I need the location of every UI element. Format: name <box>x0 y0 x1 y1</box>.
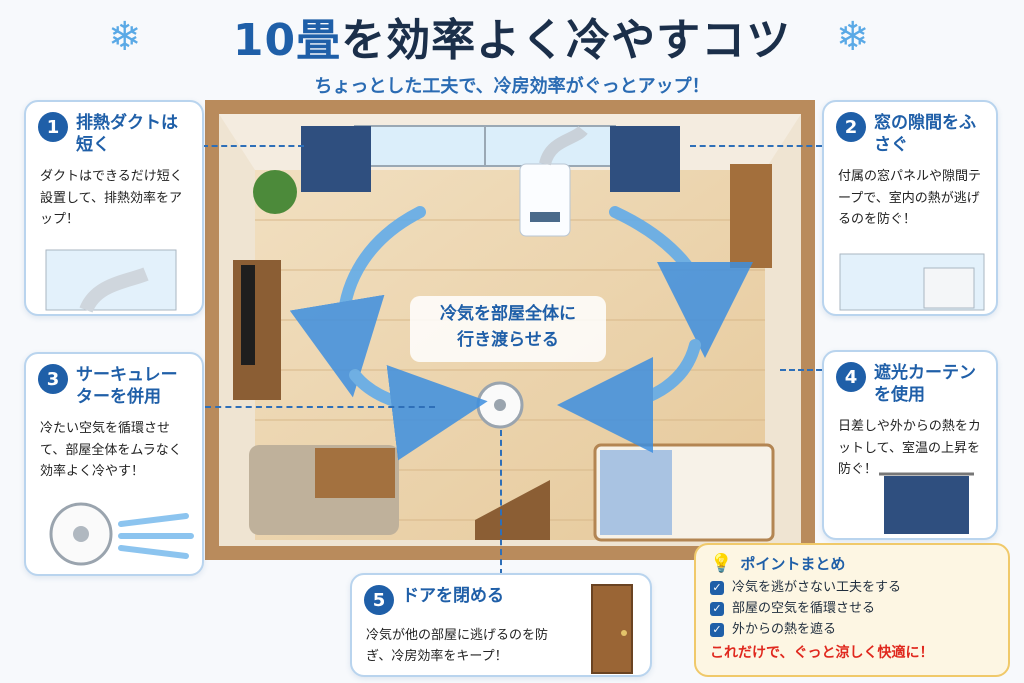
connector-line <box>690 145 822 147</box>
airflow-arrow <box>557 339 701 453</box>
check-icon: ✓ <box>710 602 724 617</box>
tip-title: 窓の隙間をふさぐ <box>874 113 976 156</box>
coffee-table <box>315 448 395 498</box>
window-panel-illustration <box>839 253 985 311</box>
summary-item: ✓部屋の空気を循環させる <box>710 599 994 620</box>
page-subtitle: ちょっとした工夫で、冷房効率がぐっとアップ！ <box>314 76 710 97</box>
tv <box>241 265 255 365</box>
tip-title: 排熱ダクトは短く <box>76 113 178 156</box>
summary-title: ポイントまとめ <box>740 555 846 573</box>
cabinet <box>730 164 772 268</box>
curtain-right <box>610 126 680 192</box>
tip-body: 日差しや外からの熱をカットして、室温の上昇を防ぐ！ <box>838 419 981 478</box>
tip-card-2: 2 窓の隙間をふさぐ 付属の窓パネルや隙間テープで、室内の熱が逃げるのを防ぐ！ <box>822 100 998 316</box>
curtain-illustration <box>879 472 974 534</box>
tip-card-5: 5 ドアを閉める 冷気が他の部屋に逃げるのを防ぎ、冷房効率をキープ！ <box>350 573 652 677</box>
plant-top-left <box>253 170 297 214</box>
tip-title: サーキュレーターを併用 <box>76 365 178 408</box>
snowflake-icon: ❄ <box>836 14 870 60</box>
tip-card-1: 1 排熱ダクトは短く ダクトはできるだけ短く設置して、排熱効率をアップ！ <box>24 100 204 316</box>
circulator-illustration <box>49 502 194 566</box>
connector-line <box>780 369 822 371</box>
summary-item: ✓冷気を逃がさない工夫をする <box>710 578 994 599</box>
airflow-arrow <box>289 206 426 398</box>
snowflake-icon: ❄ <box>108 14 142 60</box>
tip-body: 冷たい空気を循環させて、部屋全体をムラなく効率よく冷やす！ <box>40 421 182 480</box>
air-conditioner <box>519 163 571 237</box>
door <box>475 480 550 540</box>
tip-number-badge: 4 <box>836 362 866 392</box>
tip-title: ドアを閉める <box>402 586 504 606</box>
tip-body: ダクトはできるだけ短く設置して、排熱効率をアップ！ <box>40 169 183 228</box>
summary-item: ✓外からの熱を遮る <box>710 620 994 641</box>
connector-line <box>500 430 502 575</box>
tip-number-badge: 1 <box>38 112 68 142</box>
tip-number-badge: 3 <box>38 364 68 394</box>
exhaust-duct <box>539 125 588 166</box>
tip-card-3: 3 サーキュレーターを併用 冷たい空気を循環させて、部屋全体をムラなく効率よく冷や… <box>24 352 204 576</box>
summary-box: 💡 ポイントまとめ ✓冷気を逃がさない工夫をする ✓部屋の空気を循環させる ✓外か… <box>694 543 1010 677</box>
title-number: 10畳 <box>232 15 342 66</box>
tip-number-badge: 2 <box>836 112 866 142</box>
bed-blanket <box>600 450 672 535</box>
door-illustration <box>591 584 633 674</box>
tip-title: 遮光カーテンを使用 <box>874 363 976 406</box>
check-icon: ✓ <box>710 622 724 637</box>
curtain-left <box>301 126 371 192</box>
page-title: 10畳を効率よく冷やすコツ <box>0 4 1024 68</box>
connector-line <box>202 145 304 147</box>
tip-body: 付属の窓パネルや隙間テープで、室内の熱が逃げるのを防ぐ！ <box>838 169 982 228</box>
airflow-label: 冷気を部屋全体に 行き渡らせる <box>410 296 606 362</box>
tv-stand <box>233 260 281 400</box>
title-text: を効率よく冷やすコツ <box>341 15 792 66</box>
lightbulb-icon: 💡 <box>710 553 733 574</box>
room-illustration <box>205 100 815 560</box>
tip-body: 冷気が他の部屋に逃げるのを防ぎ、冷房効率をキープ！ <box>366 628 549 665</box>
summary-footer: これだけで、ぐっと涼しく快適に！ <box>710 645 934 662</box>
tip-number-badge: 5 <box>364 585 394 615</box>
airflow-arrow <box>609 206 753 358</box>
connector-line <box>205 406 435 408</box>
duct-illustration <box>45 249 177 314</box>
tip-card-4: 4 遮光カーテンを使用 日差しや外からの熱をカットして、室温の上昇を防ぐ！ <box>822 350 998 540</box>
check-icon: ✓ <box>710 581 724 596</box>
